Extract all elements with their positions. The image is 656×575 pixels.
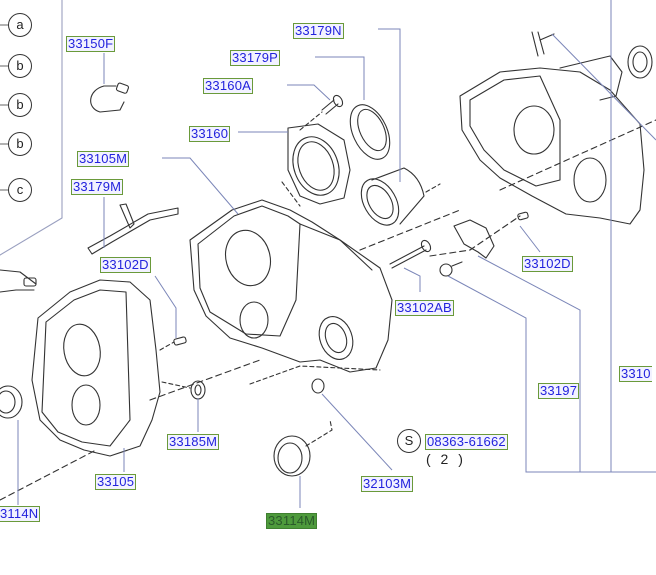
part-label-33160A[interactable]: 33160A [203,78,254,94]
part-label-33102D[interactable]: 33102D [100,257,151,273]
part-label-32103M[interactable]: 32103M [361,476,414,492]
right-housing-drawing [459,55,645,225]
part-label-33179M[interactable]: 33179M [71,179,124,195]
reference-circle-b[interactable]: b [8,132,32,156]
part-label-33150F[interactable]: 33150F [66,36,116,52]
sleeve-drawing [360,167,441,226]
quantity-note: ( 2 ) [426,451,466,467]
part-label-33102D[interactable]: 33102D [522,256,573,272]
reference-circle-b[interactable]: b [8,93,32,117]
right-dowel-drawing [517,211,529,221]
center-housing-drawing [189,199,393,373]
part-label-33105M[interactable]: 33105M [77,151,130,167]
part-label-3310-cut[interactable]: 3310 [619,366,652,382]
clip-drawing [87,203,179,255]
part-label-33105[interactable]: 33105 [95,474,137,490]
group-bracket-line [0,217,63,256]
hose-clamp-drawing [90,82,129,113]
breather-pipe-drawing [531,31,555,57]
assembly-axis-lines [0,119,656,501]
part-label-33102AB[interactable]: 33102AB [395,300,454,316]
seal-ring-drawing [349,104,391,160]
left-seal-drawing [0,385,23,419]
circle-leaders [0,24,9,191]
dowel-pin-drawing [159,336,187,351]
flange-housing-drawing [281,123,351,207]
bolt-drawing [299,94,344,131]
reference-circle-a[interactable]: a [8,13,32,37]
part-label-33160[interactable]: 33160 [189,126,231,142]
part-label-33185M[interactable]: 33185M [167,434,220,450]
bushing-drawing [249,365,381,394]
part-label-33179P[interactable]: 33179P [230,50,281,66]
part-label-3114N-cut[interactable]: 3114N [0,506,41,522]
standard-part-symbol: S [397,429,421,453]
seal-drawing [161,380,206,400]
left-housing-drawing [31,279,161,457]
oil-seal-drawing [273,419,333,477]
leader-lines [17,0,656,508]
bearing-drawing [627,45,653,79]
reference-circle-c[interactable]: c [8,178,32,202]
long-bolt-drawing [389,239,432,269]
part-label-33114M-highlighted[interactable]: 33114M [266,513,318,529]
reference-circle-b[interactable]: b [8,54,32,78]
part-label-33179N[interactable]: 33179N [293,23,344,39]
sensor-drawing [0,269,37,293]
part-label-08363-61662[interactable]: 08363-61662 [425,434,508,450]
small-bolt-drawing [439,261,463,277]
bracket-plate-drawing [453,219,495,259]
part-label-33197[interactable]: 33197 [538,383,580,399]
